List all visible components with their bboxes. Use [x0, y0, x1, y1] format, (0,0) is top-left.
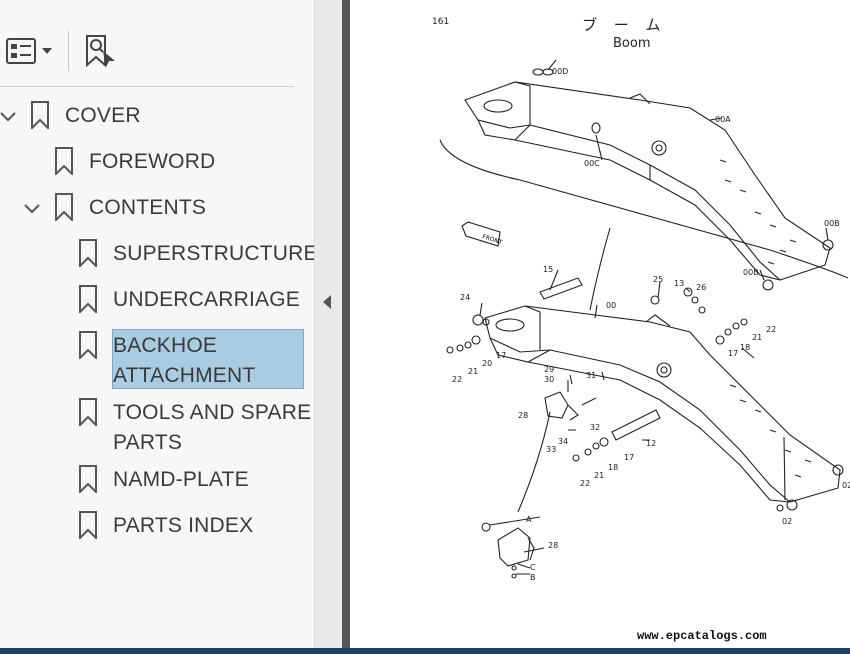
bracket-28: [544, 391, 569, 419]
options-menu-button[interactable]: [6, 38, 54, 64]
callout: 22: [766, 325, 776, 334]
callout: 31: [586, 371, 596, 380]
bookmark-icon: [55, 193, 73, 221]
bookmark-label: CONTENTS: [89, 196, 207, 219]
callout: 18: [608, 463, 618, 472]
bookmark-label-line: BACKHOE: [113, 334, 218, 357]
callout: 00C: [584, 159, 600, 168]
callout: C: [530, 563, 536, 572]
callout: 02: [782, 517, 792, 526]
callout-labels: 00D 00A 00C 00B 00B 15 25 13 26 24 00 22…: [452, 67, 850, 582]
bookmark-icon: [31, 101, 49, 129]
bookmark-parts-index[interactable]: PARTS INDEX: [79, 511, 253, 541]
callout: 24: [460, 293, 470, 302]
panel-collapse-gutter[interactable]: [315, 0, 342, 654]
window-bottom-edge: [0, 648, 850, 654]
chevron-down-icon[interactable]: [24, 204, 40, 214]
bookmark-label: TOOLS AND SPARE PARTS: [113, 398, 311, 458]
callout: 30: [544, 375, 554, 384]
panel-splitter[interactable]: [342, 0, 350, 654]
callout: 28: [548, 541, 558, 550]
toolbar-divider: [68, 31, 69, 71]
callout: 21: [752, 333, 762, 342]
callout: 12: [646, 439, 656, 448]
callout: 00B: [743, 268, 759, 277]
find-bookmark-button[interactable]: [84, 34, 118, 68]
callout: 17: [496, 351, 506, 360]
callout: 25: [653, 275, 663, 284]
page-number: 161: [432, 17, 450, 27]
bookmark-namd-plate[interactable]: NAMD-PLATE: [79, 465, 249, 495]
inset-part-body: [497, 527, 531, 567]
callout: 21: [594, 471, 604, 480]
upper-boom-body: [464, 81, 831, 281]
callout: 17: [624, 453, 634, 462]
front-arrow-shape: [461, 221, 501, 247]
bookmark-undercarriage[interactable]: UNDERCARRIAGE: [79, 285, 300, 315]
bookmark-icon: [79, 398, 97, 426]
bookmark-search-icon: [86, 35, 115, 68]
bookmark-label: FOREWORD: [89, 150, 216, 173]
callout: 13: [674, 279, 684, 288]
callout: 00A: [715, 115, 731, 124]
bookmark-icon: [55, 147, 73, 175]
callout: 28: [518, 411, 528, 420]
lower-boom-body: [484, 305, 841, 503]
page-title: Boom: [613, 36, 651, 51]
callout: 21: [468, 367, 478, 376]
bookmark-icon: [79, 511, 97, 539]
callout: 32: [590, 423, 600, 432]
callout: 15: [543, 265, 553, 274]
bookmarks-toolbar: [0, 0, 294, 87]
boom-parts-diagram: FRONT: [439, 59, 850, 582]
callout: 26: [696, 283, 706, 292]
selected-bookmark-highlight: [112, 329, 304, 389]
bookmark-label-line: ATTACHMENT: [113, 364, 256, 387]
bookmark-label: SUPERSTRUCTURE: [113, 242, 318, 265]
callout: 22: [452, 375, 462, 384]
bookmark-icon: [79, 465, 97, 493]
bookmark-icon: [79, 331, 97, 359]
caret-down-icon: [42, 48, 52, 54]
bookmark-label: BACKHOE ATTACHMENT: [113, 331, 255, 391]
callout: 20: [482, 359, 492, 368]
list-options-icon: [6, 38, 36, 64]
chevron-down-icon[interactable]: [0, 112, 16, 122]
bookmark-backhoe-attachment[interactable]: BACKHOE ATTACHMENT: [79, 331, 255, 391]
document-page: 161 ブ ー ム Boom FRONT: [350, 0, 850, 648]
pin-15: [539, 277, 583, 300]
callout: 22: [580, 479, 590, 488]
bookmark-label: PARTS INDEX: [113, 514, 254, 537]
bookmark-contents[interactable]: CONTENTS: [55, 193, 206, 223]
callout: 33: [546, 445, 556, 454]
callout: 29: [544, 365, 554, 374]
bookmark-superstructure[interactable]: SUPERSTRUCTURE: [79, 239, 318, 269]
watermark: www.epcatalogs.com: [637, 629, 767, 643]
callout: 02: [842, 481, 850, 490]
bookmarks-panel: COVER FOREWORD CONTENTS SUPERSTRUCTURE U…: [0, 0, 317, 654]
bookmark-label-line: TOOLS AND SPARE: [113, 401, 312, 424]
callout: 17: [728, 349, 738, 358]
bookmark-icon: [79, 239, 97, 267]
bookmark-label: COVER: [65, 104, 141, 127]
bookmark-label: UNDERCARRIAGE: [113, 288, 300, 311]
callout: 00B: [824, 219, 840, 228]
callout: 34: [558, 437, 568, 446]
panel-border: [314, 0, 315, 654]
collapse-panel-icon[interactable]: [320, 293, 334, 311]
bookmark-cover[interactable]: COVER: [31, 101, 141, 131]
callout: A: [526, 515, 532, 524]
bookmark-tools-and-spare-parts[interactable]: TOOLS AND SPARE PARTS: [79, 398, 311, 458]
pin-12: [611, 409, 661, 441]
group-separator-line: [439, 139, 849, 279]
callout: 18: [740, 343, 750, 352]
bookmark-icon: [79, 285, 97, 313]
callout: B: [530, 573, 536, 582]
bookmark-label-line: PARTS: [113, 431, 183, 454]
bookmark-foreword[interactable]: FOREWORD: [55, 147, 215, 177]
bookmark-label: NAMD-PLATE: [113, 468, 249, 491]
callout: 00D: [552, 67, 568, 76]
page-title-japanese: ブ ー ム: [582, 16, 667, 34]
callout: 00: [606, 301, 616, 310]
